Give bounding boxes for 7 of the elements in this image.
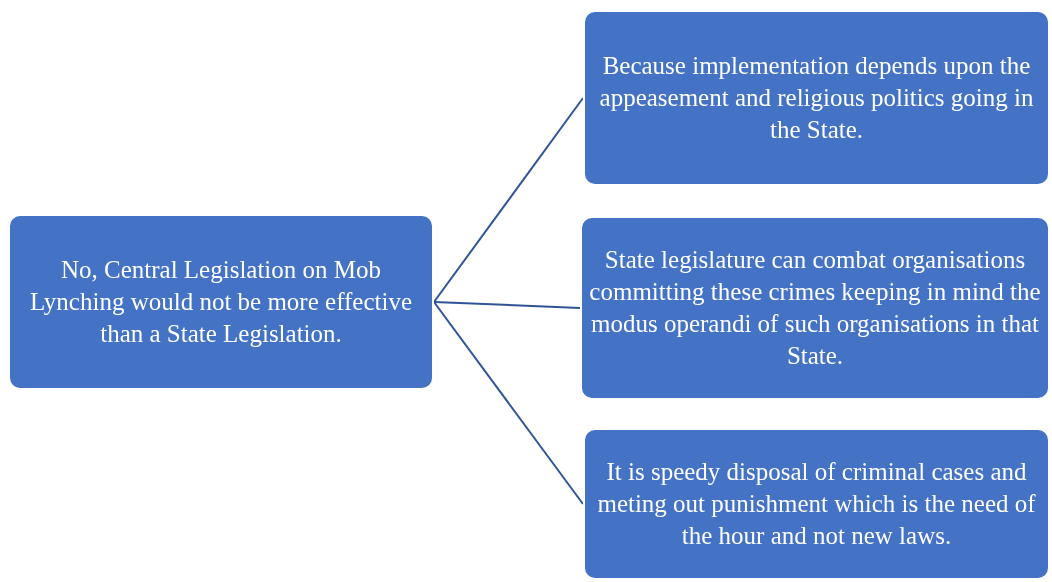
connector-line [433, 301, 584, 505]
connector-line [433, 97, 584, 303]
text-box: No, Central Legislation on Mob Lynching would not be more effective than a State Legislation. [8, 214, 434, 390]
text-box: Because implementation depends upon the appeasement and religious politics going in the State. [583, 10, 1050, 186]
text-box: It is speedy disposal of criminal cases and meting out punishment which is the need of the hour and not new laws. [583, 428, 1050, 580]
text-box: State legislature can combat organisations committing these crimes keeping in mind the modus operandi of such organisations in that State. [580, 216, 1050, 400]
connector-line [433, 301, 581, 309]
